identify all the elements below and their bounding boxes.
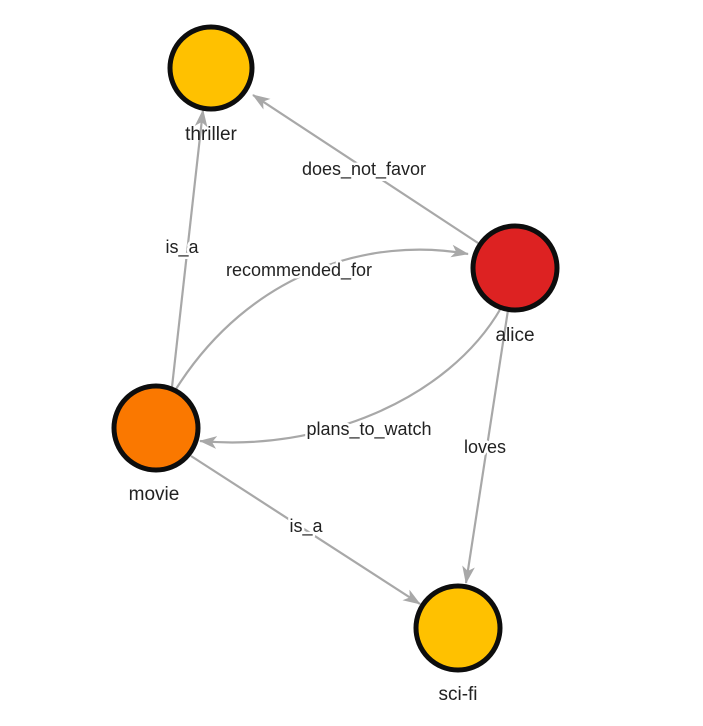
nodes-layer [111, 24, 560, 673]
edge-label-halo-movie-alice: recommended_for [226, 260, 372, 281]
node-thriller[interactable] [167, 24, 255, 112]
edge-label-halo-alice-scifi: loves [464, 437, 506, 457]
edge-label-alice-thriller: does_not_favor [302, 159, 426, 180]
edge-label-halo-movie-scifi: is_a [289, 516, 323, 537]
edge-label-alice-scifi: loves [464, 437, 506, 457]
edge-label-movie-scifi: is_a [289, 516, 323, 537]
edge-alice-thriller [252, 94, 479, 244]
edges-layer [170, 94, 510, 605]
edge-movie-thriller [170, 109, 208, 388]
edge-label-movie-thriller: is_a [165, 237, 199, 258]
edge-label-halo-alice-thriller: does_not_favor [302, 159, 426, 180]
node-movie[interactable] [111, 383, 201, 473]
edge-label-halo-movie-thriller: is_a [165, 237, 199, 258]
node-label-movie: movie [129, 484, 180, 505]
node-label-thriller: thriller [185, 124, 237, 145]
edge-alice-scifi [462, 309, 510, 584]
edge-movie-alice [175, 244, 469, 390]
edge-alice-movie [199, 307, 502, 449]
edge-label-alice-movie: plans_to_watch [306, 419, 431, 440]
node-alice[interactable] [470, 223, 560, 313]
node-label-alice: alice [495, 325, 534, 346]
edge-label-movie-alice: recommended_for [226, 260, 372, 281]
node-labels-layer: thriller alice movie sci-fi [129, 124, 535, 705]
edge-labels-layer: does_not_favordoes_not_favoris_ais_areco… [163, 156, 509, 539]
edge-label-halo-alice-movie: plans_to_watch [306, 419, 431, 440]
edge-movie-scifi [190, 455, 421, 605]
node-label-sci-fi: sci-fi [438, 684, 477, 705]
node-sci-fi[interactable] [413, 583, 503, 673]
